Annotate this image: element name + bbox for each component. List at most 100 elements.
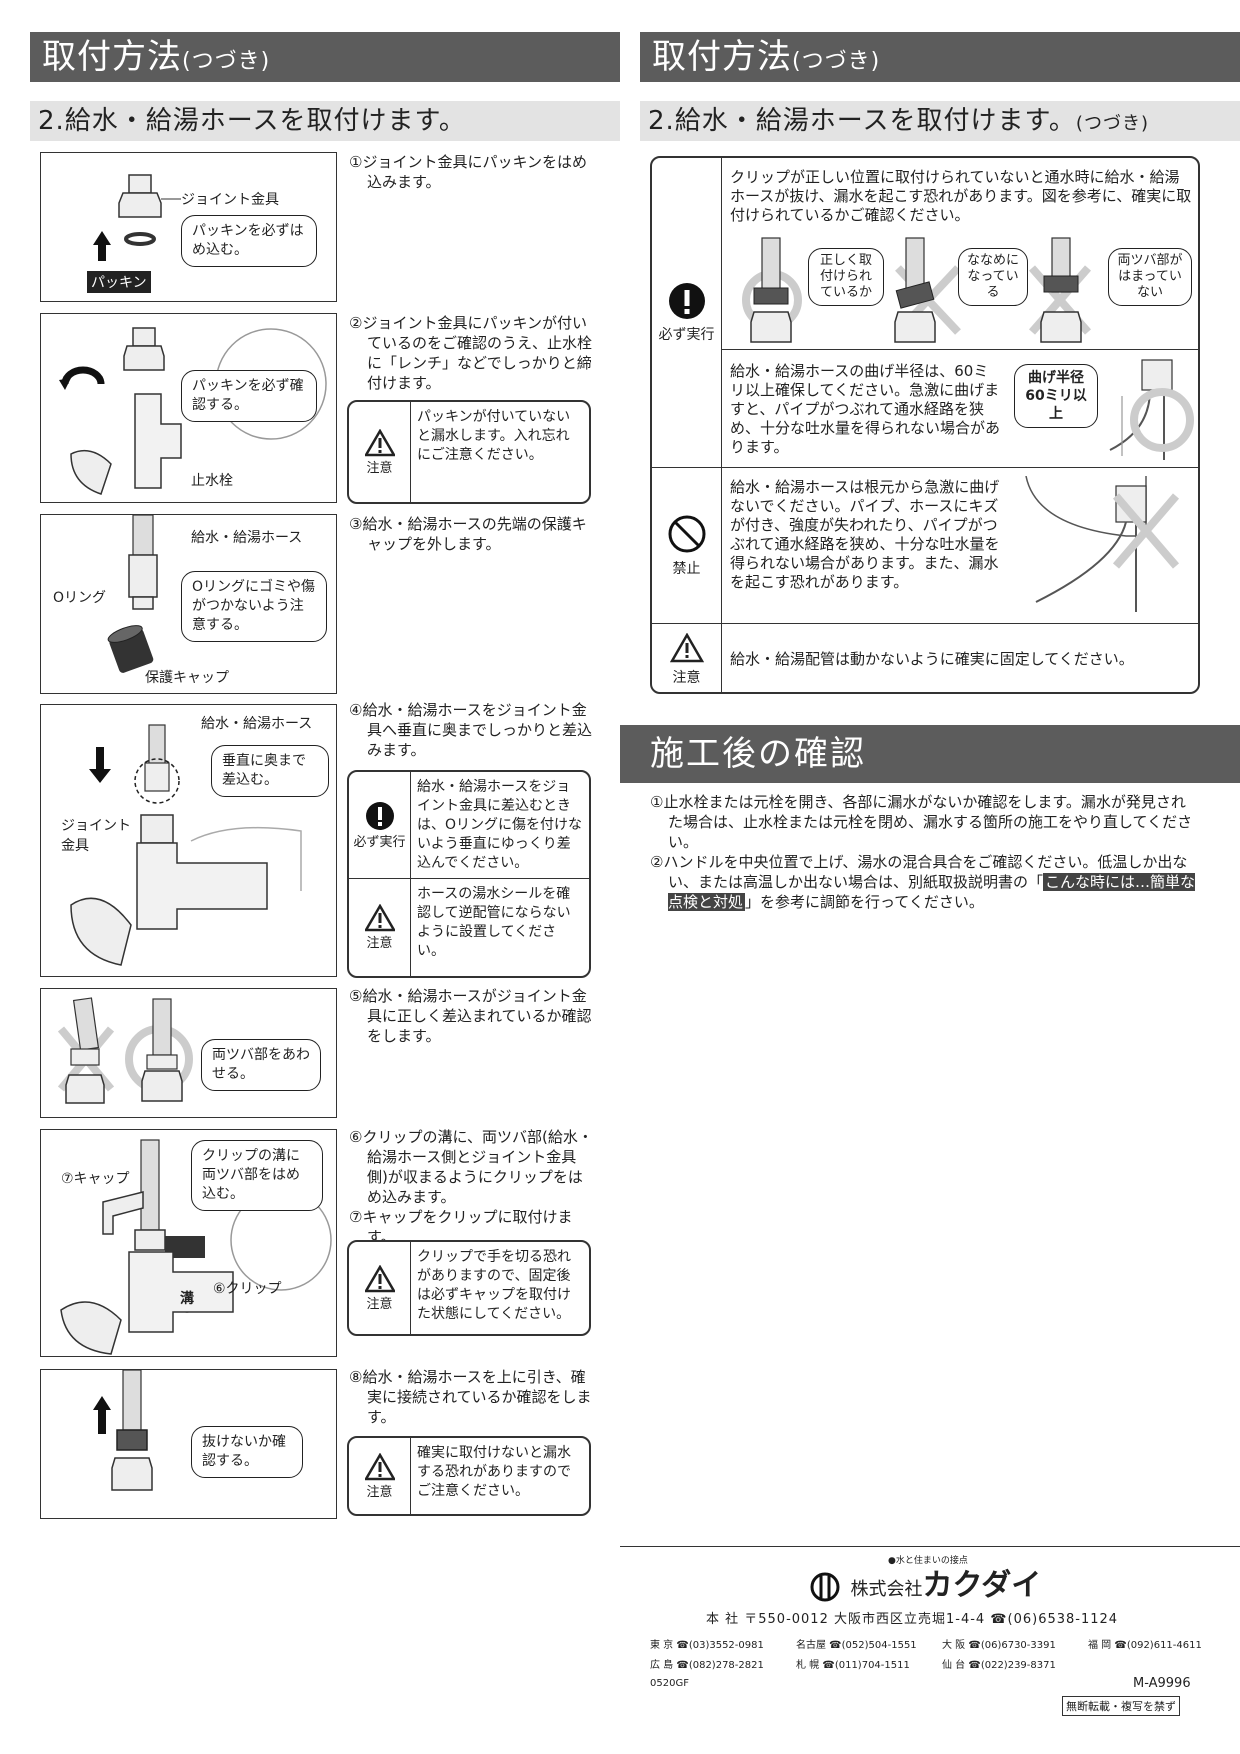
label-oring: Oリング: [53, 590, 107, 606]
left-subheader: 2.給水・給湯ホースを取付けます。: [30, 101, 620, 141]
caution-icon: 注意: [349, 879, 411, 976]
figure-7: 抜けないか確認する。: [40, 1369, 337, 1519]
label-cap-7: ⑦キャップ: [61, 1171, 130, 1187]
warning-text-4b: ホースの湯水シールを確認して逆配管にならないように設置してください。: [417, 886, 571, 959]
label-joint-fitting: ジョイント金具: [181, 192, 279, 208]
caution-icon: 注意: [349, 1242, 411, 1334]
figure-3-drawing: [107, 515, 158, 673]
label-groove: 溝: [180, 1291, 194, 1307]
branch: 福 岡 ☎(092)611-4611: [1088, 1640, 1202, 1651]
warning-step-4: 必ず実行 給水・給湯ホースをジョイント金具に差込むときは、Oリングに傷を付けない…: [347, 770, 591, 978]
callout-pull-check: 抜けないか確認する。: [191, 1426, 303, 1478]
panel-row-1: クリップが正しい位置に取付けられていないと通水時に給水・給湯ホースが抜け、漏水を…: [722, 158, 1198, 350]
figure-1: ジョイント金具 パッキンを必ずはめ込む。 パッキン: [40, 152, 337, 302]
footer-divider: [620, 1546, 1240, 1547]
caution-label: 注意: [366, 936, 393, 951]
right-subheader-title: 2.給水・給湯ホースを取付けます。: [648, 106, 1076, 136]
step-8: ⑧給水・給湯ホースを上に引き、確実に接続されているか確認をします。: [349, 1368, 592, 1426]
panel-row-4-text: 給水・給湯配管は動かないように確実に固定してください。: [730, 650, 1134, 668]
caution-label: 注意: [672, 670, 701, 686]
step-6: ⑥クリップの溝に、両ツバ部(給水・給湯ホース側とジョイント金具側)が収まるように…: [349, 1128, 593, 1246]
section-post-install: 施工後の確認: [620, 725, 1240, 783]
left-page-header: 取付方法(つづき): [30, 32, 620, 82]
must-do-label: 必ず実行: [658, 326, 715, 343]
panel-row-1-drawing: [742, 237, 1092, 343]
branch-list: 東 京 ☎(03)3552-0981 名古屋 ☎(052)504-1551 大 阪 …: [650, 1636, 1234, 1676]
post-install-checks: ①止水栓または元栓を開き、各部に漏水がないか確認をします。漏水が発見された場合は…: [650, 792, 1200, 912]
warning-text-2: パッキンが付いていないと漏水します。入れ忘れにご注意ください。: [417, 409, 571, 463]
branch: 札 幌 ☎(011)704-1511: [796, 1660, 910, 1671]
company-logo: 株式会社カクダイ: [810, 1560, 1041, 1604]
prohibit-icon: 禁止: [652, 468, 722, 623]
label-protective-cap: 保護キャップ: [145, 670, 229, 686]
check-1: ①止水栓または元栓を開き、各部に漏水がないか確認をします。漏水が発見された場合は…: [650, 793, 1193, 851]
doc-code-left: 0520GF: [650, 1678, 689, 1689]
callout-clip-groove: クリップの溝に両ツバ部をはめ込む。: [191, 1140, 323, 1211]
company-kk: 株式会社: [850, 1579, 923, 1600]
branch: 大 阪 ☎(06)6730-3391: [942, 1640, 1056, 1651]
callout-insert-vertical: 垂直に奥まで差込む。: [211, 745, 329, 797]
figure-2: パッキンを必ず確認する。 止水栓: [40, 313, 337, 503]
tag-packing: パッキン: [87, 271, 151, 293]
step-2: ②ジョイント金具にパッキンが付いているのをご確認のうえ、止水栓に「レンチ」などで…: [349, 314, 593, 392]
label-clip-6: ⑥クリップ: [213, 1281, 282, 1297]
panel-row-1-text: クリップが正しい位置に取付けられていないと通水時に給水・給湯ホースが抜け、漏水を…: [730, 168, 1192, 224]
callout-slanted: ななめになっている: [958, 248, 1028, 306]
label-hose-4: 給水・給湯ホース: [201, 716, 313, 732]
right-warning-panel: 必ず実行 クリップが正しい位置に取付けられていないと通水時に給水・給湯ホースが抜…: [650, 156, 1200, 694]
warning-step-6: 注意 クリップで手を切る恐れがありますので、固定後は必ずキャップを取付けた状態に…: [347, 1240, 591, 1336]
branch: 仙 台 ☎(022)239-8371: [942, 1660, 1056, 1671]
label-hose: 給水・給湯ホース: [191, 530, 303, 546]
callout-packing-insert: パッキンを必ずはめ込む。: [181, 215, 317, 267]
must-do-icon: 必ず実行: [652, 158, 722, 467]
panel-row-4: 注意 給水・給湯配管は動かないように確実に固定してください。: [652, 624, 1198, 692]
right-subheader: 2.給水・給湯ホースを取付けます。(つづき): [640, 101, 1240, 141]
branch: 東 京 ☎(03)3552-0981: [650, 1640, 764, 1651]
callout-bend-radius: 曲げ半径60ミリ以上: [1014, 364, 1098, 428]
caution-label: 注意: [366, 1296, 393, 1312]
doc-code-right: M-A9996: [1133, 1676, 1191, 1691]
logo-mark-icon: [810, 1572, 840, 1601]
branch: 広 島 ☎(082)278-2821: [650, 1660, 764, 1671]
label-stop-valve: 止水栓: [191, 473, 233, 489]
right-page-header: 取付方法(つづき): [640, 32, 1240, 82]
panel-must-group: 必ず実行 クリップが正しい位置に取付けられていないと通水時に給水・給湯ホースが抜…: [652, 158, 1198, 468]
step-5: ⑤給水・給湯ホースがジョイント金具に正しく差込まれているか確認をします。: [349, 987, 592, 1045]
check-2: ②ハンドルを中央位置で上げ、湯水の混合具合をご確認ください。低温しか出ない、また…: [650, 853, 1196, 911]
warning-text-6: クリップで手を切る恐れがありますので、固定後は必ずキャップを取付けた状態にしてく…: [417, 1249, 571, 1322]
figure-2-drawing: [59, 327, 327, 495]
panel-row-3: 禁止 給水・給湯ホースは根元から急激に曲げないでください。パイプ、ホースにキズが…: [652, 468, 1198, 624]
right-header-sub: (つづき): [792, 49, 881, 74]
section-title: 施工後の確認: [650, 734, 866, 774]
warning-text-8: 確実に取付けないと漏水する恐れがありますのでご注意ください。: [417, 1445, 571, 1499]
branch: 名古屋 ☎(052)504-1551: [796, 1640, 917, 1651]
step-3: ③給水・給湯ホースの先端の保護キャップを外します。: [349, 515, 587, 553]
callout-not-fitted: 両ツバ部がはまっていない: [1108, 248, 1192, 306]
caution-label: 注意: [366, 460, 393, 476]
must-do-icon: 必ず実行: [349, 772, 411, 878]
caution-icon: 注意: [349, 1438, 411, 1514]
tagline: ●水と住まいの接点: [888, 1556, 968, 1566]
panel-row-3-drawing: [1025, 476, 1180, 612]
panel-row-2-drawing: [1109, 359, 1194, 460]
warning-step-8: 注意 確実に取付けないと漏水する恐れがありますのでご注意ください。: [347, 1436, 591, 1516]
right-header-title: 取付方法: [652, 37, 792, 77]
must-do-label: 必ず実行: [353, 834, 406, 850]
figure-3: 給水・給湯ホース Oリング Oリングにゴミや傷がつかないよう注意する。 保護キャ…: [40, 514, 337, 694]
left-header-title: 取付方法: [42, 37, 182, 77]
figure-4-drawing: [70, 724, 302, 966]
figure-4: 給水・給湯ホース 垂直に奥まで差込む。 ジョイント金具: [40, 704, 337, 977]
figure-5: 両ツバ部をあわせる。: [40, 988, 337, 1118]
callout-align-flanges: 両ツバ部をあわせる。: [201, 1039, 321, 1091]
head-office: 本 社 〒550-0012 大阪市西区立売堀1-4-4 ☎(06)6538-11…: [706, 1612, 1119, 1627]
left-subheader-title: 2.給水・給湯ホースを取付けます。: [38, 106, 466, 136]
panel-row-2: 給水・給湯ホースの曲げ半径は、60ミリ以上確保してください。急激に曲げますと、パ…: [722, 350, 1198, 468]
figure-5-drawing: [57, 997, 193, 1104]
no-reprint-notice: 無断転載・複写を禁ず: [1062, 1696, 1180, 1716]
step-1: ①ジョイント金具にパッキンをはめ込みます。: [349, 153, 587, 191]
company-name: カクダイ: [922, 1568, 1042, 1603]
figure-6: ⑦キャップ クリップの溝に両ツバ部をはめ込む。 溝 ⑥クリップ: [40, 1129, 337, 1357]
step-4: ④給水・給湯ホースをジョイント金具へ垂直に奥までしっかりと差込みます。: [349, 701, 593, 759]
callout-packing-check: パッキンを必ず確認する。: [181, 370, 317, 422]
left-header-sub: (つづき): [182, 49, 271, 74]
